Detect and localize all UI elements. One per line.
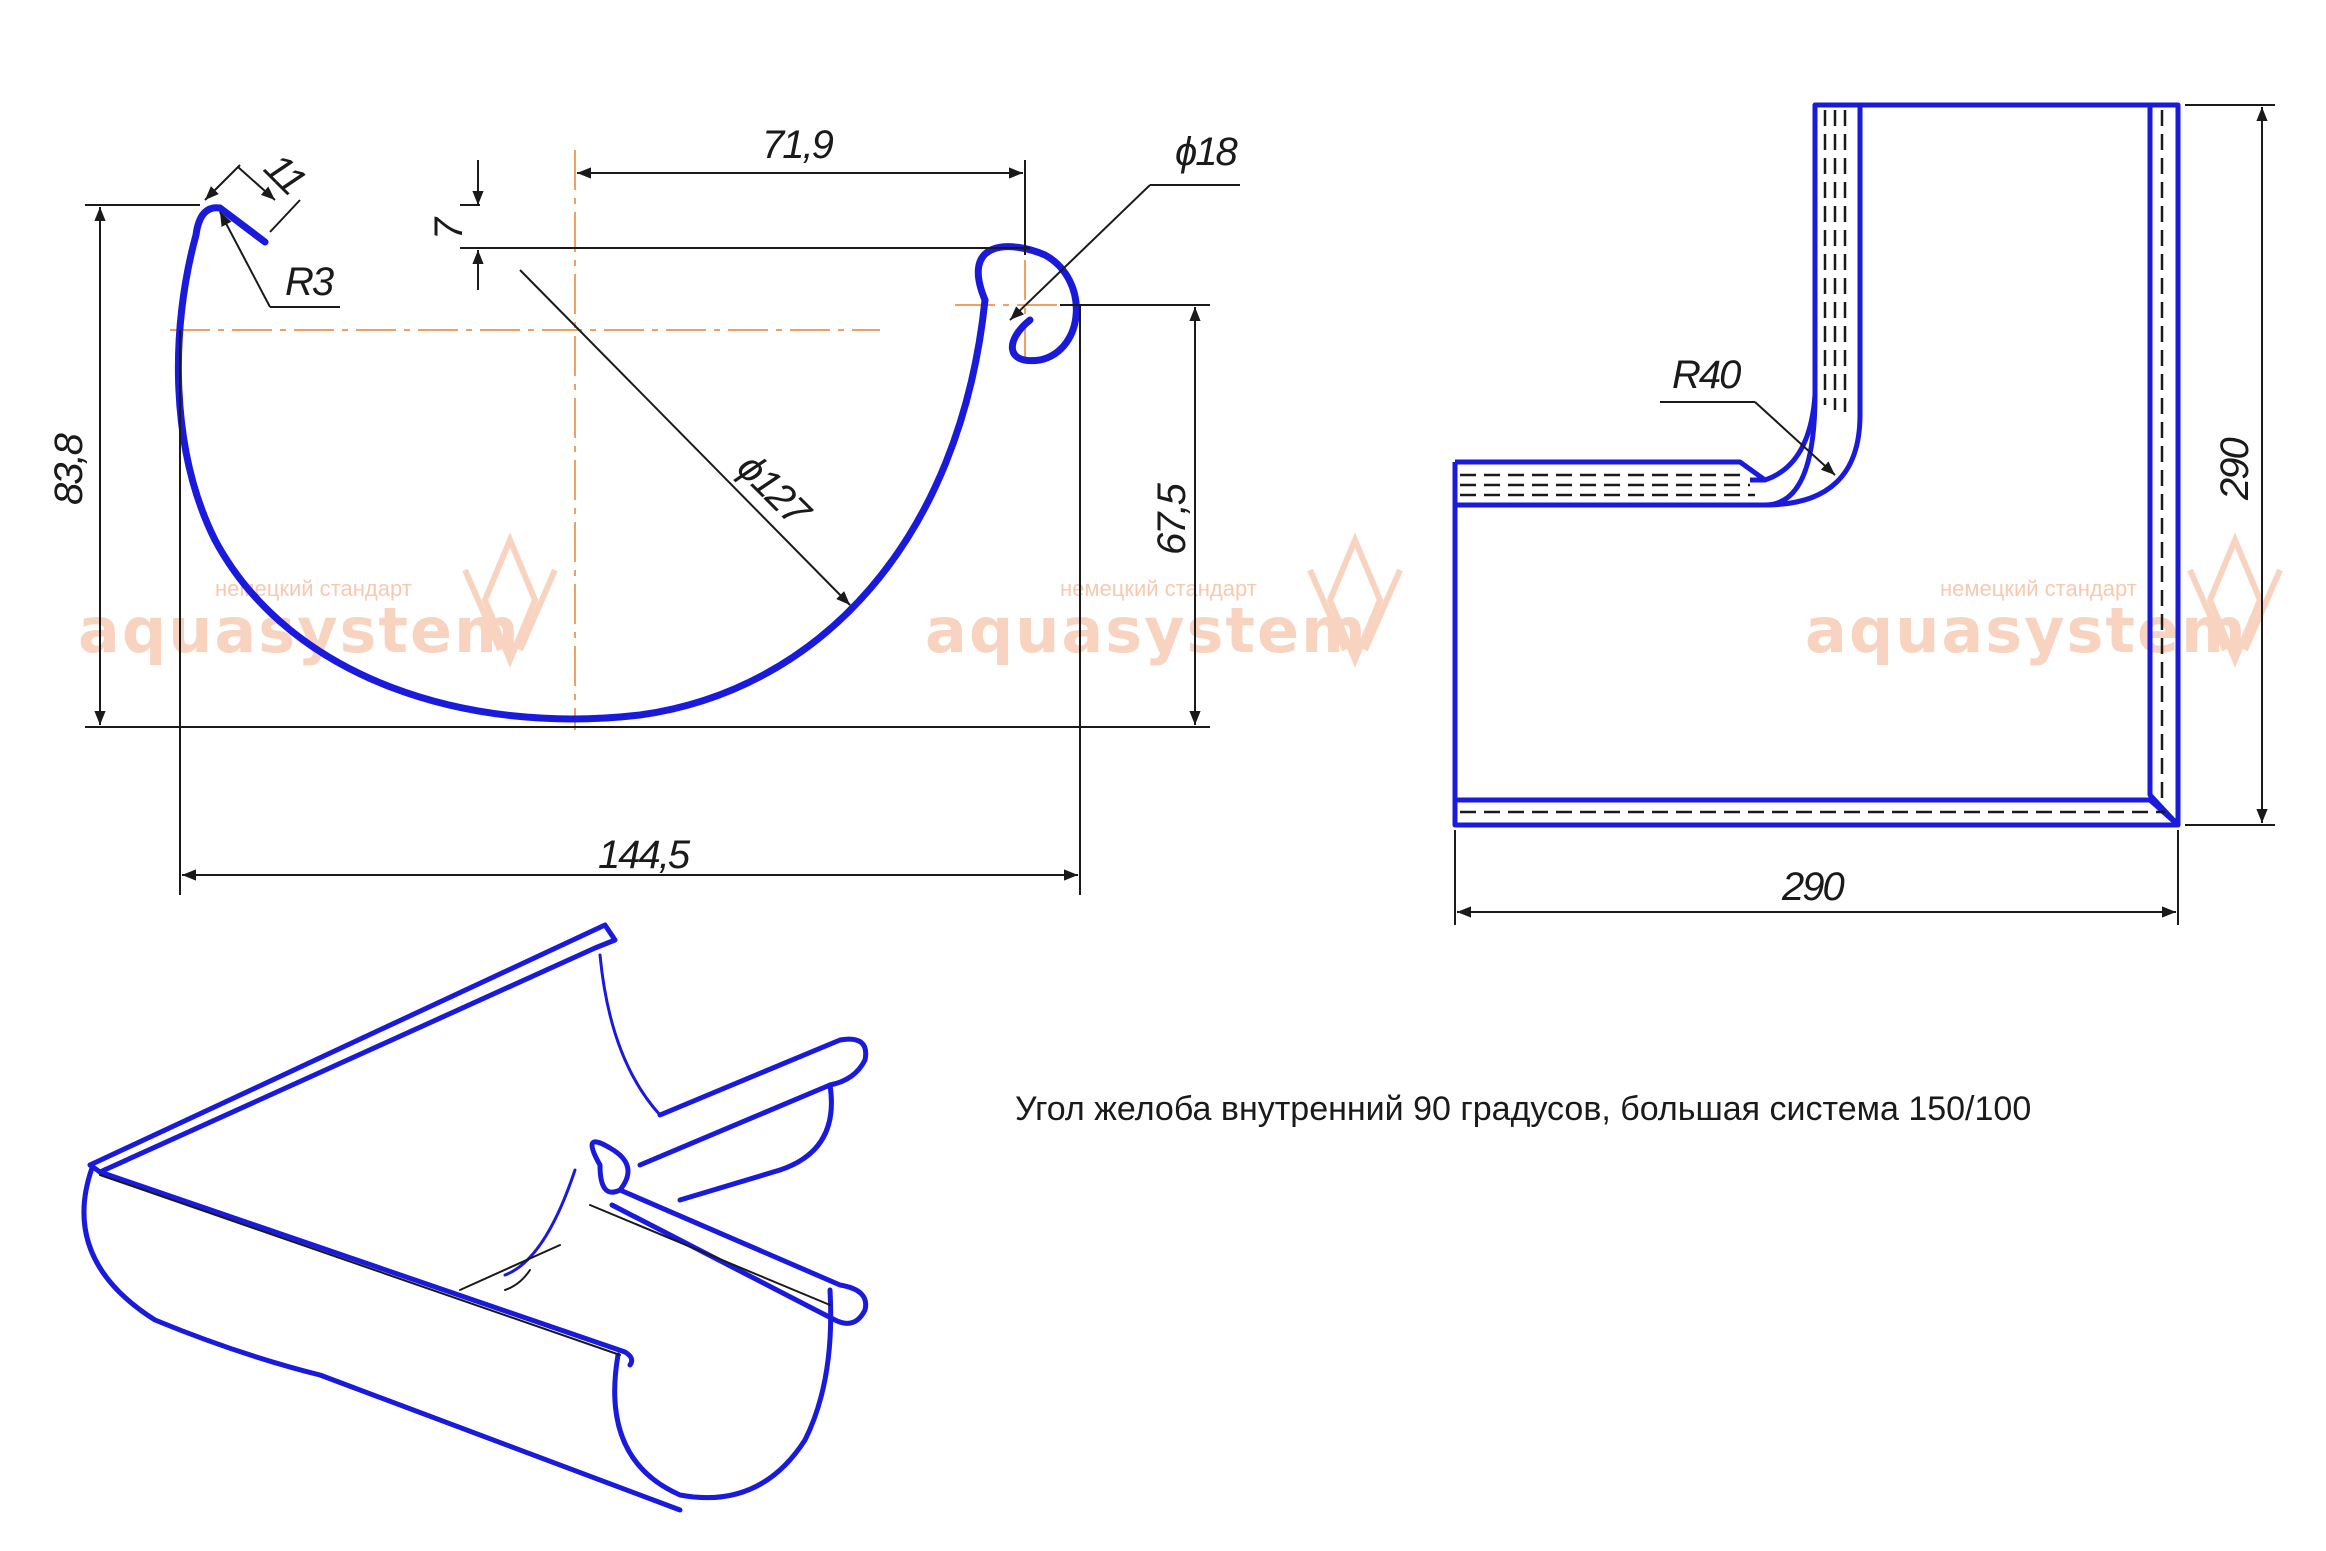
watermark-brand: aquasystem bbox=[925, 594, 1368, 667]
gutter-profile-outline bbox=[174, 204, 1080, 723]
watermark-tagline: немецкий стандарт bbox=[1060, 576, 1257, 601]
isometric-view bbox=[81, 922, 869, 1513]
dim-front-height: 67,5 bbox=[1150, 482, 1194, 555]
dim-lip-drop: 7 bbox=[427, 216, 471, 240]
plan-hidden-lines bbox=[1460, 110, 2165, 814]
watermark-logo-icon bbox=[462, 532, 558, 668]
watermark-logo-icon bbox=[1307, 532, 1403, 668]
centerlines bbox=[170, 150, 1060, 730]
drawing-caption: Угол желоба внутренний 90 градусов, боль… bbox=[1015, 1090, 2032, 1128]
watermark-2: немецкий стандарт aquasystem bbox=[925, 532, 1403, 668]
plan-outline bbox=[1452, 102, 2181, 828]
watermark-tagline: немецкий стандарт bbox=[1940, 576, 2137, 601]
dim-height-total: 83,8 bbox=[47, 432, 91, 505]
dim-body-diameter: ϕ127 bbox=[729, 445, 820, 536]
plan-dimension-lines bbox=[1454, 104, 2275, 925]
plan-view: 290 290 R40 bbox=[1452, 102, 2275, 925]
dim-lip-length: 11 bbox=[256, 145, 314, 203]
dimension-lines bbox=[85, 160, 1240, 895]
dim-bead-diameter: ϕ18 bbox=[1175, 130, 1238, 174]
dim-lip-radius: R3 bbox=[285, 260, 334, 304]
dim-width-total: 144,5 bbox=[598, 833, 691, 877]
dim-plan-height: 290 bbox=[2213, 438, 2257, 501]
profile-view: 144,5 83,8 67,5 71,9 ϕ18 ϕ127 R3 11 7 bbox=[47, 123, 1240, 895]
dim-plan-width: 290 bbox=[1781, 865, 1844, 909]
watermark-3: немецкий стандарт aquasystem bbox=[1805, 532, 2283, 668]
dim-top-offset: 71,9 bbox=[762, 123, 834, 167]
watermark-brand: aquasystem bbox=[78, 594, 521, 667]
dim-corner-radius: R40 bbox=[1672, 353, 1741, 397]
watermark-1: немецкий стандарт aquasystem bbox=[78, 532, 558, 668]
watermark-brand: aquasystem bbox=[1805, 594, 2248, 667]
